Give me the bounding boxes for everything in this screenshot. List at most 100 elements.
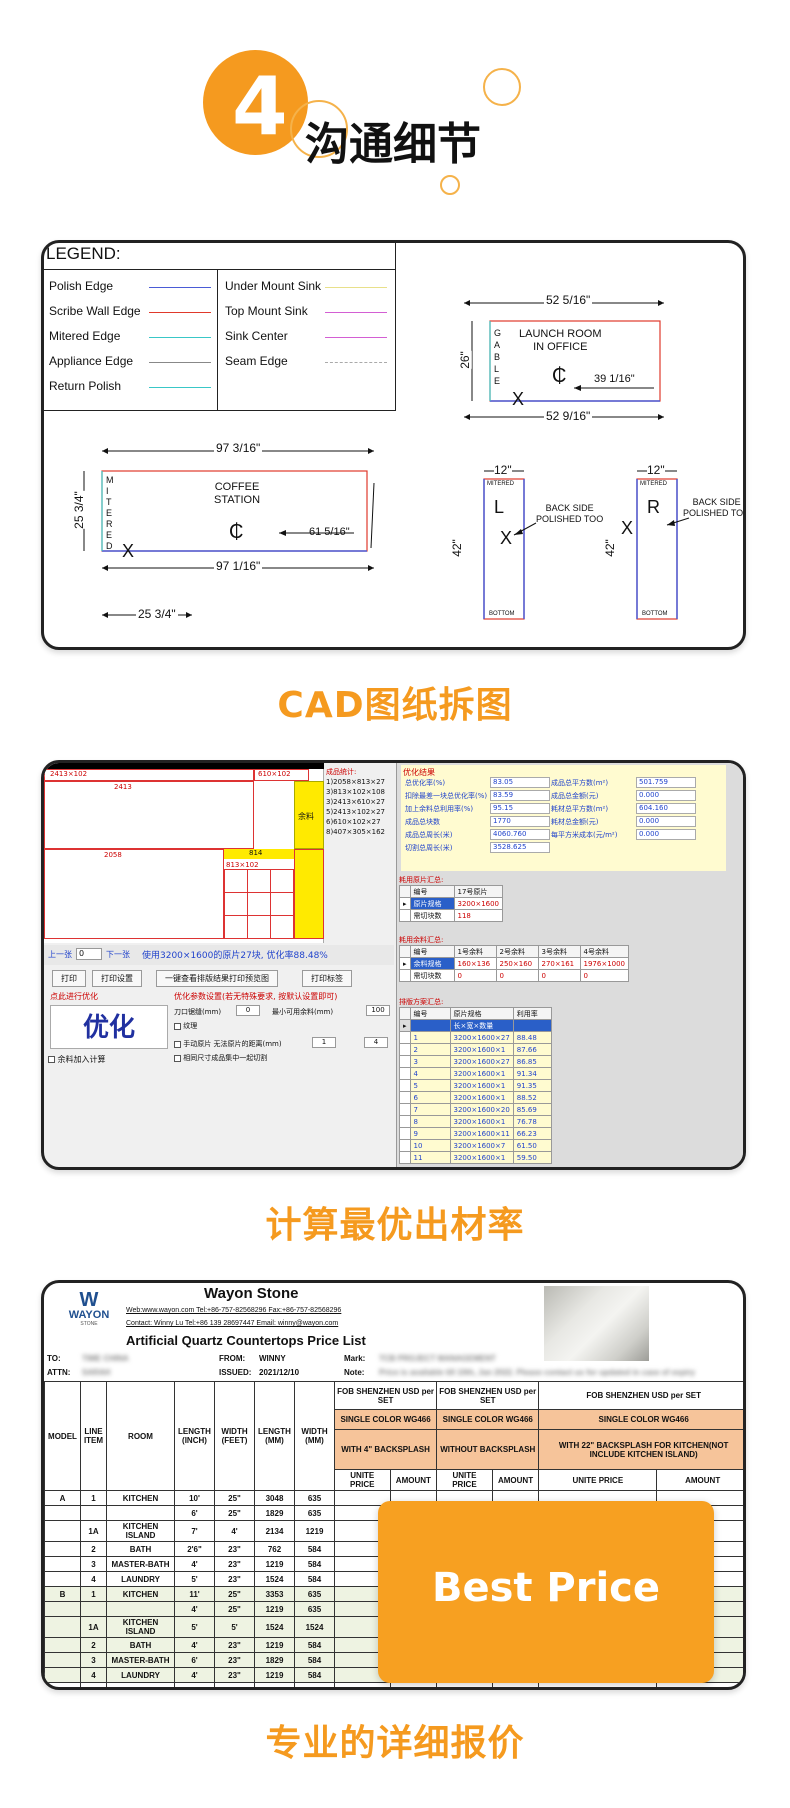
print-label-button[interactable]: 打印标签 (302, 970, 352, 987)
same-size-checkbox[interactable]: 相同尺寸成品集中一起切割 (174, 1053, 267, 1063)
meta-row-2: ATTN: SARAH ISSUED: 2021/12/10 Note: Pri… (44, 1367, 743, 1380)
page-input[interactable]: 0 (76, 948, 102, 960)
table-cell: 250×160 (495, 957, 539, 970)
table-cell-wmm: 1219 (294, 1520, 335, 1542)
vertical-letter: G (494, 328, 502, 338)
checkbox-icon[interactable] (174, 1022, 181, 1030)
table-cell-model (44, 1637, 81, 1653)
legend-line (149, 312, 211, 313)
remnant-checkbox-label: 余料加入计算 (57, 1055, 106, 1064)
table-cell: 9 (409, 1127, 451, 1140)
panel-r-width: 12" (647, 463, 665, 477)
table-cell-line: 4 (80, 1571, 107, 1587)
manual-input-1[interactable]: 1 (312, 1037, 336, 1048)
print-setup-button[interactable]: 打印设置 (92, 970, 142, 987)
table-cell-line: 3 (80, 1556, 107, 1572)
table-cell-w: 23" (214, 1652, 255, 1668)
appliance-x-icon: X (512, 389, 525, 409)
manual-checkbox[interactable]: 手动原片 无法原片的距离(mm) (174, 1039, 282, 1049)
legend-item-label: Scribe Wall Edge (49, 304, 141, 318)
result-key: 加上余料总利用率(%) (405, 805, 474, 813)
table-cell: 61.50 (512, 1139, 552, 1152)
row-indicator (399, 1031, 411, 1044)
checkbox-icon[interactable] (174, 1054, 181, 1062)
result-value: 0.000 (636, 790, 696, 801)
table-cell-wmm: 635 (294, 1682, 335, 1687)
checkbox-icon[interactable] (174, 1040, 181, 1048)
table-cell-wmm: 635 (294, 1505, 335, 1521)
price-header: WIDTH (MM) (294, 1381, 335, 1491)
table-cell-room: KITCHEN (106, 1682, 175, 1687)
coffee-station-lines (83, 448, 375, 571)
table-cell-room: BATH (106, 1637, 175, 1653)
one-click-preview-button[interactable]: 一键查看排版结果打印预览图 (156, 970, 278, 987)
row-indicator (399, 885, 411, 898)
table-cell: 需切块数 (409, 969, 455, 982)
grain-checkbox[interactable]: 纹理 (174, 1021, 197, 1031)
params-title: 优化参数设置(若无特殊要求, 按默认设置即可) (174, 992, 338, 1001)
to-value: TIME CHINA (82, 1354, 129, 1363)
table-cell-w: 4' (214, 1520, 255, 1542)
legend-item-label: Mitered Edge (49, 329, 121, 343)
price-quote-card: W WAYON STONE Wayon Stone Web:www.wayon.… (41, 1280, 746, 1690)
checkbox-icon[interactable] (48, 1056, 55, 1063)
panel-r-note: BACK SIDE POLISHED TOO (683, 497, 743, 519)
blade-input[interactable]: 0 (236, 1005, 260, 1016)
table-cell-line: 4 (80, 1667, 107, 1683)
table-cell-lmm: 1219 (254, 1637, 295, 1653)
table-cell: 8 (409, 1115, 451, 1128)
note-value: Price is available till 10th, Jan 2022. … (379, 1368, 696, 1377)
remnant-checkbox[interactable]: 余料加入计算 (48, 1054, 106, 1065)
next-button[interactable]: 下一张 (106, 950, 130, 959)
table-cell-model (44, 1505, 81, 1521)
legend-line (149, 387, 211, 388)
min-remnant-input[interactable]: 100 (366, 1005, 390, 1016)
table-cell: 86.85 (512, 1055, 552, 1068)
cut-layout: 2413×102 610×102 2413 2058 余料 814 813×10… (44, 763, 324, 943)
color-header: SINGLE COLOR WG466 (436, 1409, 540, 1430)
table-cell: 91.34 (512, 1067, 552, 1080)
raw-title: 耗用原片汇总: (399, 876, 444, 884)
prev-button[interactable]: 上一张 (48, 950, 72, 959)
table-cell: 3200×1600×27 (449, 1031, 514, 1044)
table-cell-model (44, 1667, 81, 1683)
table-cell: 余料规格 (409, 957, 455, 970)
table-cell: 7 (409, 1103, 451, 1116)
table-cell: 0 (495, 969, 539, 982)
print-button[interactable]: 打印 (52, 970, 86, 987)
table-header: 编号 (409, 945, 455, 958)
layout-yellow (294, 781, 324, 849)
table-cell-line: 2 (80, 1637, 107, 1653)
launch-center-dim: 39 1/16" (594, 373, 635, 385)
vertical-letter: A (494, 340, 501, 350)
optimize-button[interactable]: 优化 (50, 1005, 168, 1049)
manual-input-2[interactable]: 4 (364, 1037, 388, 1048)
row-indicator (399, 1055, 411, 1068)
result-key: 成品总金额(元) (551, 792, 599, 800)
fob-header: FOB SHENZHEN USD per SET (538, 1381, 743, 1410)
optimize-hint: 点此进行优化 (50, 992, 98, 1001)
table-cell-model (44, 1571, 81, 1587)
